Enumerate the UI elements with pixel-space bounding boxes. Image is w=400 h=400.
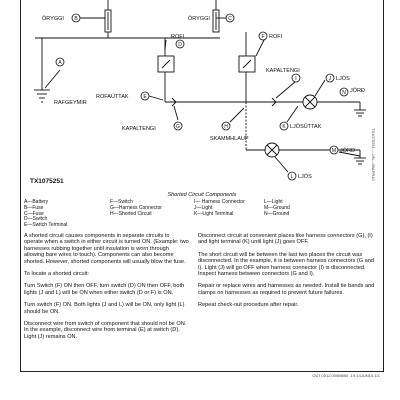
switch-f-contact bbox=[242, 59, 252, 69]
legend-item: N—Ground bbox=[264, 210, 290, 217]
callout-k bbox=[279, 121, 289, 131]
svg-text:J: J bbox=[329, 76, 332, 82]
label-connector-g: KAPALTENGI bbox=[122, 126, 156, 132]
figure-side-code: TX1075251 —UN—09APR10 bbox=[371, 128, 376, 181]
label-fuse-c: ÖRYGGI bbox=[188, 15, 210, 22]
callout-n bbox=[339, 87, 349, 97]
callout-b bbox=[71, 13, 81, 23]
callout-m bbox=[329, 145, 339, 155]
label-fuse-b: ÖRYGGI bbox=[42, 15, 64, 22]
callout-h bbox=[221, 121, 231, 131]
svg-text:C: C bbox=[228, 16, 232, 22]
label-light-terminal: LJÓSÚTTAK bbox=[290, 123, 322, 130]
callout-f bbox=[258, 31, 268, 41]
legend-item: K—Light Terminal bbox=[194, 210, 234, 217]
body-paragraph: Turn Switch (F) ON then OFF, turn switch… bbox=[24, 283, 185, 296]
label-switch-f: ROFI bbox=[269, 34, 283, 40]
callout-d bbox=[175, 39, 185, 49]
label-ground-m: JÖRÐ bbox=[340, 147, 355, 154]
svg-text:K: K bbox=[282, 124, 286, 130]
legend-col-1: A—Battery B—Fuse C—Fuse D—Switch E—Switc… bbox=[24, 199, 68, 229]
svg-text:D: D bbox=[178, 42, 182, 48]
legend-item: A—Battery bbox=[24, 199, 49, 205]
figure-caption: Shorted Circuit Components bbox=[167, 192, 237, 198]
body-paragraph: Repeat check-out procedure after repair. bbox=[198, 302, 299, 309]
label-switch-d: ROFI bbox=[171, 34, 185, 40]
shorted-circuit-diagram: B C D F A E G H I J N K M L ÖRYGGI ÖRYGG… bbox=[34, 0, 366, 181]
legend-item: F—Switch bbox=[110, 199, 133, 205]
callout-i bbox=[291, 73, 301, 83]
svg-text:A: A bbox=[58, 60, 62, 66]
svg-text:E: E bbox=[143, 94, 147, 100]
svg-text:G: G bbox=[176, 124, 180, 130]
legend-item: H—Shorted Circuit bbox=[110, 210, 152, 217]
legend-item: B—Fuse bbox=[24, 204, 44, 211]
body-paragraph: The short circuit will be between the la… bbox=[198, 251, 374, 278]
svg-text:B: B bbox=[74, 16, 78, 22]
label-switch-terminal: ROFAÚTTAK bbox=[96, 93, 129, 100]
legend-item: D—Switch bbox=[24, 216, 48, 223]
label-light-l: LJÓS bbox=[298, 173, 312, 180]
legend-col-4: L—Light M—Ground N—Ground bbox=[264, 199, 290, 217]
label-short: SKAMMHLAUP bbox=[210, 136, 249, 142]
callout-j bbox=[325, 73, 335, 83]
svg-text:I: I bbox=[295, 76, 296, 82]
body-paragraph: Repair or replace wires and harnesses as… bbox=[198, 283, 375, 296]
legend-item: G—Harness Connector bbox=[110, 204, 162, 211]
body-left-column: A shorted circuit causes components in s… bbox=[24, 233, 190, 346]
label-battery: RAFGEYMIR bbox=[54, 100, 87, 106]
legend-item: J—Light bbox=[194, 204, 213, 211]
legend-col-3: I— Harness Connector J—Light K—Light Ter… bbox=[194, 199, 245, 217]
body-paragraph: To locate a shorted circuit: bbox=[24, 271, 89, 278]
body-paragraph: Disconnect wire from switch of component… bbox=[24, 321, 187, 340]
legend-col-2: F—Switch G—Harness Connector H—Shorted C… bbox=[110, 199, 162, 217]
body-right-column: Disconnect circuit at convenient places … bbox=[198, 233, 378, 315]
legend-item: L—Light bbox=[264, 199, 283, 205]
legend-item: C—Fuse bbox=[24, 210, 44, 217]
svg-text:L: L bbox=[291, 174, 294, 180]
callout-g bbox=[173, 121, 183, 131]
callout-e bbox=[140, 91, 150, 101]
legend-item: M—Ground bbox=[264, 204, 290, 211]
svg-text:H: H bbox=[224, 124, 228, 130]
body-paragraph: Disconnect circuit at convenient places … bbox=[198, 233, 373, 246]
figure-id: TX1075251 bbox=[30, 178, 64, 185]
callout-a bbox=[55, 57, 65, 67]
svg-text:N: N bbox=[342, 90, 346, 96]
label-connector-i: KAPALTENGI bbox=[266, 68, 300, 74]
svg-text:F: F bbox=[261, 34, 264, 40]
callout-c bbox=[225, 13, 235, 23]
document-code: OUT,0012,000M850 -19-14JUN10-1/1 bbox=[312, 373, 380, 378]
label-ground-n: JÖRÐ bbox=[350, 87, 365, 94]
figure-frame bbox=[20, 0, 384, 372]
body-paragraph: A shorted circuit causes components in s… bbox=[24, 233, 189, 265]
connector-g-symbol bbox=[171, 97, 177, 107]
connector-i-symbol bbox=[271, 97, 277, 107]
svg-text:M: M bbox=[332, 148, 336, 154]
legend-item: I— Harness Connector bbox=[194, 199, 245, 205]
legend-item: E—Switch Terminal bbox=[24, 222, 68, 229]
body-paragraph: Turn switch (F) ON. Both lights (J and L… bbox=[24, 302, 185, 315]
switch-d-contact bbox=[161, 59, 171, 69]
label-light-j: LJÓS bbox=[336, 75, 350, 82]
callout-l bbox=[287, 171, 297, 181]
